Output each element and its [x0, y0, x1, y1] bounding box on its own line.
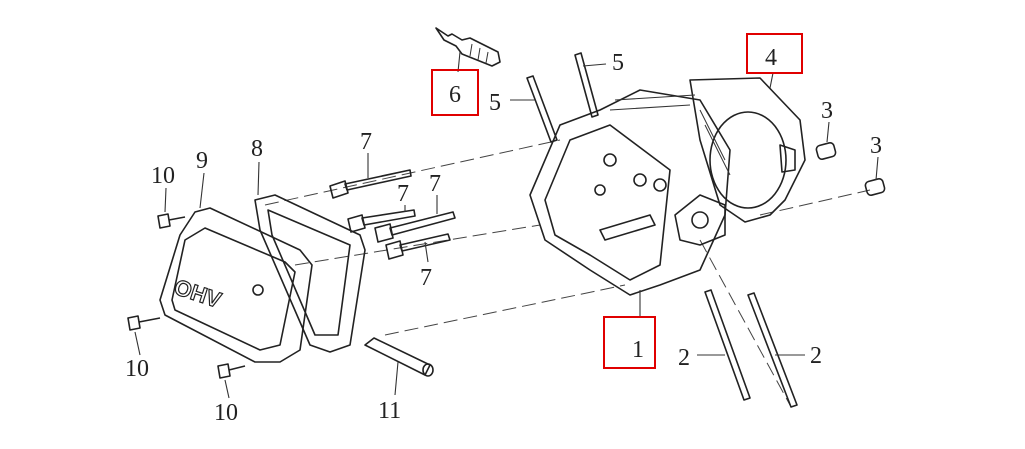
- label-screw-a: 10: [151, 163, 175, 189]
- label-bolt-d: 7: [420, 265, 432, 291]
- label-bolt-b: 7: [397, 181, 409, 207]
- spark-plug-part: [435, 27, 501, 73]
- label-screw-c: 10: [214, 400, 238, 426]
- cover-ohv-text: OHV: [171, 274, 224, 313]
- label-cover-gasket: 8: [251, 136, 263, 162]
- part-labels: 6 5 5 4 3 3 1 2 2 7 7 7 7 8 9 10 10 10 1…: [125, 45, 882, 426]
- label-bolt-c: 7: [429, 171, 441, 197]
- screws: [127, 187, 246, 399]
- alignment-lines: [264, 139, 871, 406]
- bolts: [329, 153, 456, 263]
- label-stud-left: 2: [678, 345, 690, 371]
- label-valve-cover: 9: [196, 148, 208, 174]
- upper-studs: [510, 52, 607, 143]
- label-dowel-upper: 3: [821, 98, 833, 124]
- label-stud-upper-left: 5: [489, 90, 501, 116]
- long-studs: [697, 289, 805, 408]
- label-pipe: 11: [378, 398, 401, 424]
- label-spark-plug: 6: [449, 82, 461, 108]
- label-bolt-a: 7: [360, 129, 372, 155]
- cover-gasket-part: [254, 161, 366, 353]
- label-screw-b: 10: [125, 356, 149, 382]
- highlight-box-1: [603, 316, 656, 369]
- label-stud-upper-right: 5: [612, 50, 624, 76]
- highlight-box-4: [746, 33, 803, 74]
- dowel-pins: [815, 121, 886, 196]
- label-head-gasket: 4: [765, 45, 777, 71]
- cylinder-head-part: [529, 89, 731, 318]
- label-stud-right: 2: [810, 343, 822, 369]
- highlight-box-6: [431, 69, 479, 116]
- pipe-part: [364, 337, 434, 396]
- head-gasket-part: [689, 72, 806, 223]
- label-cylinder-head: 1: [632, 337, 644, 363]
- highlight-boxes: [431, 33, 803, 369]
- label-dowel-lower: 3: [870, 133, 882, 159]
